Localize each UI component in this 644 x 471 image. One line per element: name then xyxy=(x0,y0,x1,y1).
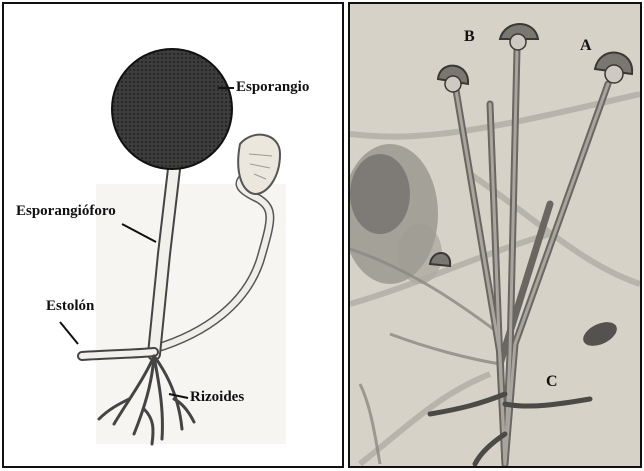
rhizopus-drawing xyxy=(4,4,342,466)
label-rhizoids: Rizoides xyxy=(190,390,244,405)
label-a: A xyxy=(580,38,592,54)
label-sporangium: Esporangio xyxy=(236,80,309,95)
label-sporangiophore: Esporangióforo xyxy=(16,204,116,219)
label-b: B xyxy=(464,29,475,45)
micrograph-image xyxy=(350,4,640,466)
main-sporangium xyxy=(112,49,232,169)
micrograph-panel: B A C xyxy=(348,2,642,468)
label-c: C xyxy=(546,374,558,390)
label-stolon: Estolón xyxy=(46,299,94,314)
diagram-panel: Esporangio Esporangióforo Estolón Rizoid… xyxy=(2,2,344,468)
